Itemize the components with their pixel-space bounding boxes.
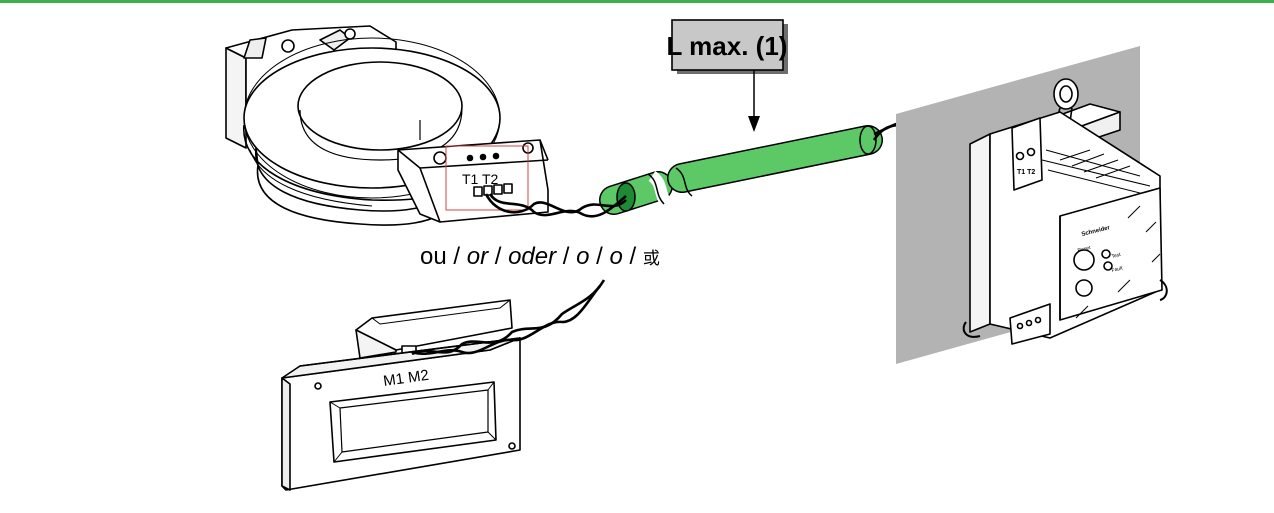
top-accent-line bbox=[0, 0, 1274, 3]
twisted-pair-toroid bbox=[484, 193, 627, 218]
relay-fault-label: Fault bbox=[1111, 265, 1124, 274]
callout-arrow-icon bbox=[748, 116, 760, 132]
toroid-terminal-label: T1 T2 bbox=[462, 171, 499, 187]
rect-ct-terminal-label: M1 M2 bbox=[382, 367, 430, 390]
alt-ou: ou bbox=[420, 243, 447, 270]
alternatives-text: ou / or / oder / o / o / 或 bbox=[420, 243, 660, 270]
alt-or: or bbox=[467, 243, 489, 270]
alt-o-it: o bbox=[576, 243, 589, 270]
relay-device bbox=[962, 78, 1168, 345]
alt-cn: 或 bbox=[643, 249, 660, 269]
svg-text:ou / or /: ou / or / oder / o / o / 或 bbox=[420, 243, 660, 270]
rectangular-sensor bbox=[281, 299, 521, 491]
relay-reset-label: Reset bbox=[1077, 245, 1092, 254]
length-callout: L max. (1) bbox=[667, 19, 788, 132]
relay-test-label: Test bbox=[1111, 252, 1122, 260]
toroidal-sensor bbox=[225, 25, 549, 226]
alt-o-es: o bbox=[610, 243, 623, 270]
relay-terminal-label: T1 T2 bbox=[1017, 169, 1035, 176]
shielded-cable bbox=[599, 125, 883, 215]
toroid-terminal-highlight bbox=[445, 145, 529, 211]
callout-label: L max. (1) bbox=[667, 31, 788, 61]
twisted-pair-rect bbox=[411, 279, 606, 356]
alt-oder: oder bbox=[508, 243, 557, 270]
